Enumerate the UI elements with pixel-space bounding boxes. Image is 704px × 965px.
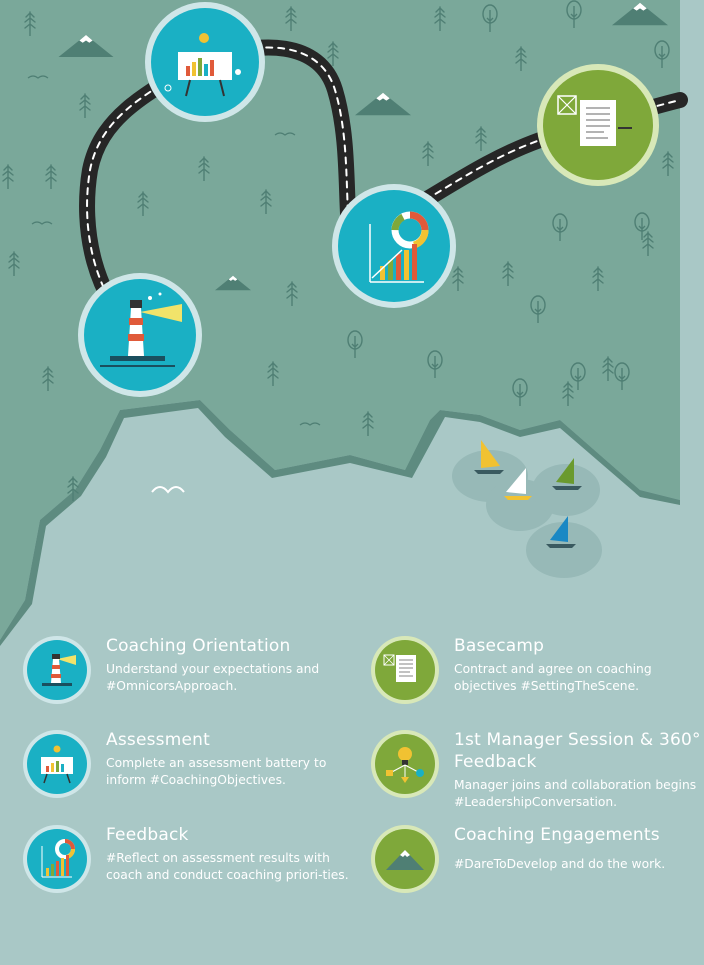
step-badge [22,635,92,705]
document-icon [557,95,632,146]
step-title: Coaching Orientation [106,636,291,656]
step-title: Assessment [106,730,210,750]
growth-chart-icon [369,211,429,283]
bird-icon [151,486,185,494]
step-title: Basecamp [454,636,545,656]
step-description: Manager joins and collaboration begins #… [454,778,697,809]
milestone-feedback [332,184,456,308]
step-title: Feedback [106,825,189,845]
blue-sailboat-icon [546,516,576,548]
step-badge [370,635,440,705]
step-description: #DareToDevelop and do the work. [454,857,666,871]
step-badge [22,729,92,799]
step-badge [22,824,92,894]
lighthouse-icon [100,292,182,367]
journey-map [0,0,688,646]
step-description: Understand your expectations and #Omnico… [106,662,320,693]
document-icon [371,636,439,704]
green-sailboat-icon [552,458,582,490]
growth-chart-icon [23,825,91,893]
lighthouse-icon [23,636,91,704]
presentation-board-icon [23,730,91,798]
presentation-board-icon [164,33,241,97]
milestone-basecamp [537,64,659,186]
milestone-orientation [78,273,202,397]
step-title: 1st Manager Session & 360° Feedback [454,730,701,772]
white-sailboat-icon [504,468,532,500]
step-description: Contract and agree on coaching objective… [454,662,652,693]
step-title: Coaching Engagements [454,825,660,845]
water-ripples [452,450,602,578]
yellow-sailboat-icon [474,440,504,474]
step-description: #Reflect on assessment results with coac… [106,851,349,882]
lightbulb-network-icon [371,730,439,798]
step-badge [370,824,440,894]
mountain-icon [371,825,439,893]
step-description: Complete an assessment battery to inform… [106,756,327,787]
step-badge [370,729,440,799]
milestone-assessment [145,2,265,122]
